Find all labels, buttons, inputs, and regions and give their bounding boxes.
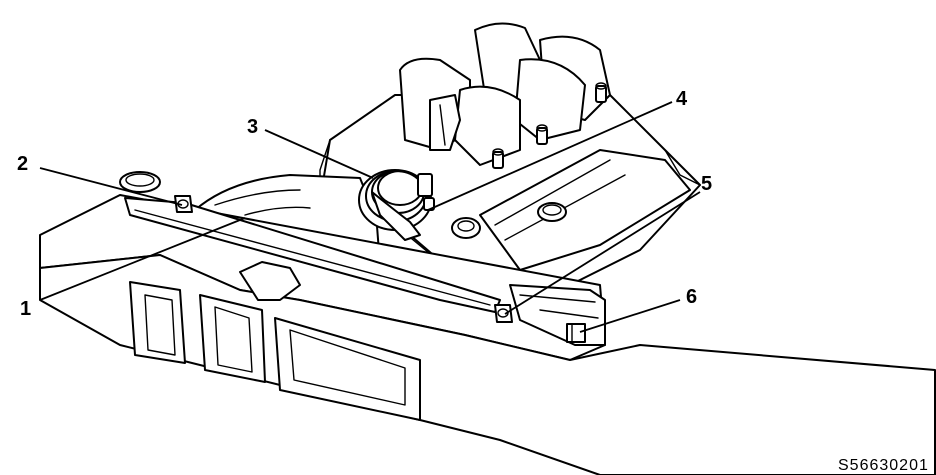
radiator-support <box>39 194 936 475</box>
callout-2: 2 <box>17 153 28 175</box>
callout-4: 4 <box>676 88 688 110</box>
leader-1 <box>39 217 246 301</box>
bolt-5 <box>494 304 513 323</box>
callout-3: 3 <box>247 116 258 138</box>
manifold-stud-3 <box>492 148 504 169</box>
callout-5: 5 <box>701 173 712 195</box>
clip-6 <box>566 323 586 343</box>
callout-6: 6 <box>686 286 697 308</box>
callout-leaders <box>39 101 701 333</box>
leader-2 <box>39 167 183 206</box>
leader-6 <box>579 299 681 333</box>
intake-manifold <box>399 22 611 239</box>
intake-hose-clamp <box>358 169 435 241</box>
callout-labels: 1 2 3 4 5 6 <box>17 88 712 320</box>
manifold-stud-2 <box>536 124 548 145</box>
radiator-core <box>39 234 421 421</box>
leader-3 <box>264 129 374 179</box>
leader-4 <box>427 101 673 211</box>
cap-left <box>119 171 161 193</box>
leader-5 <box>504 191 701 315</box>
bolt-2 <box>174 195 193 213</box>
manifold-stud-1 <box>595 82 607 103</box>
callout-1: 1 <box>20 298 31 320</box>
figure-id: S56630201 <box>838 457 929 474</box>
